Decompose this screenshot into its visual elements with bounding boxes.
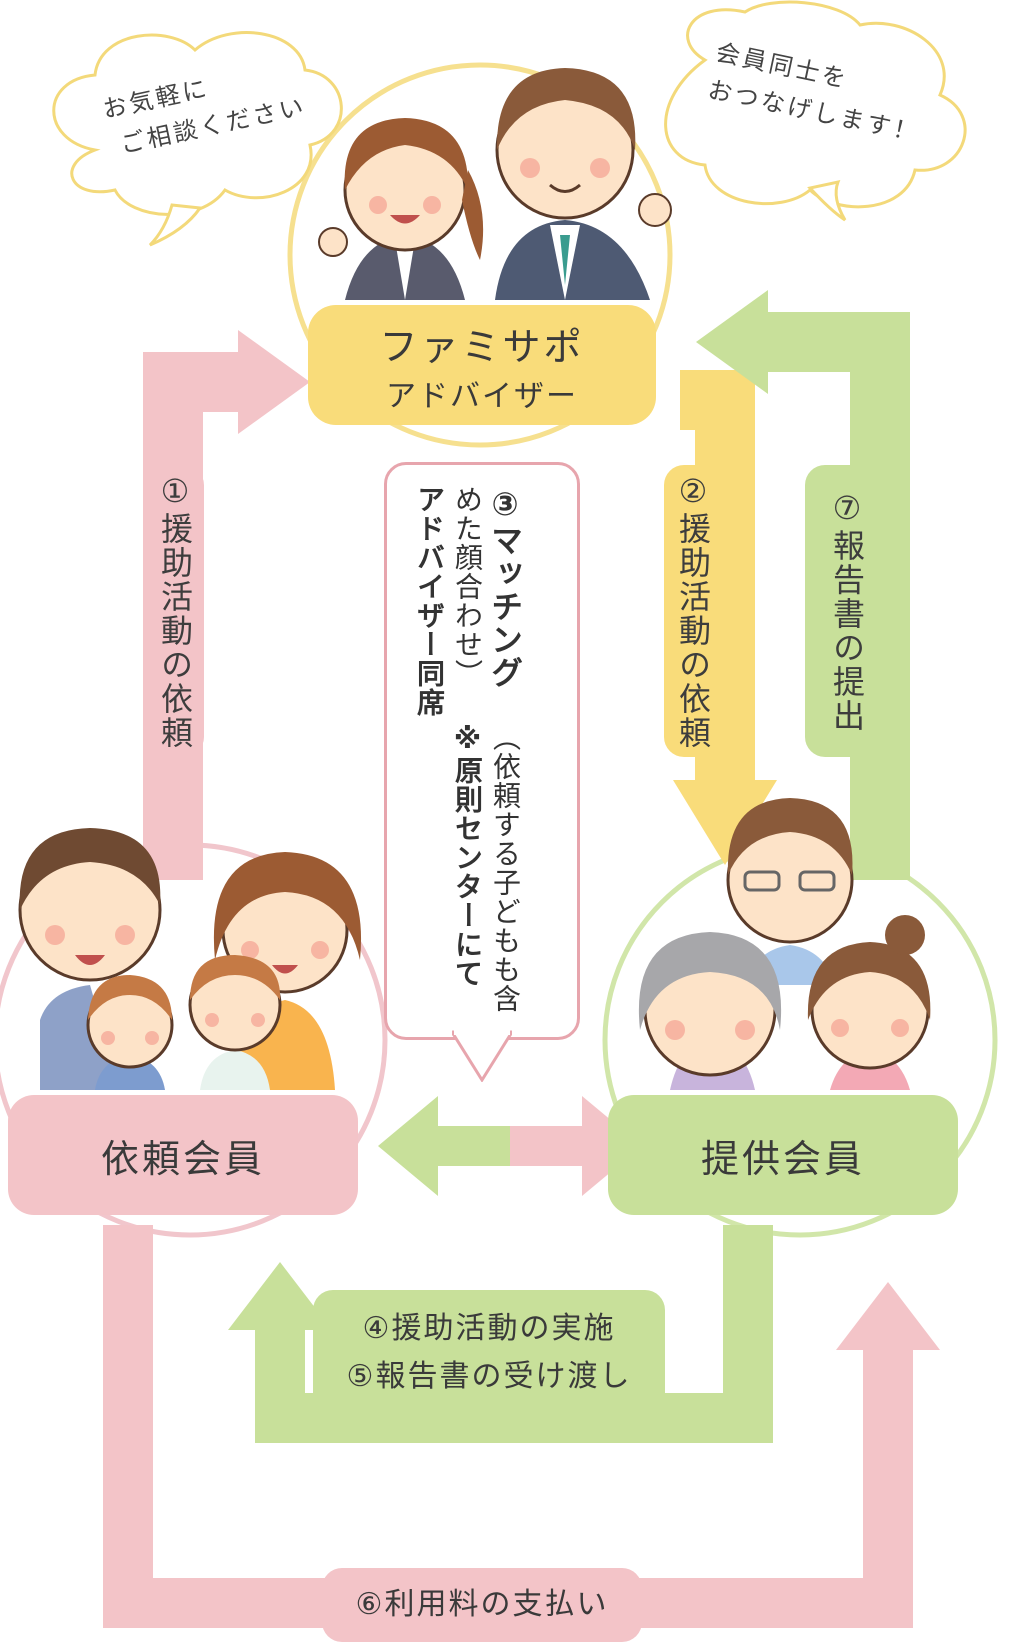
step6-label: ⑥利用料の支払い [355,1587,609,1622]
arrow-step3-right-body [510,1126,590,1166]
arrow-step3-left-head [378,1096,438,1196]
provider-label: 提供会員 [700,1136,865,1181]
step5-label: ⑤報告書の受け渡し [346,1359,632,1394]
step1-label-box: ①援助活動の依頼 [146,465,204,757]
matching-callout [384,462,580,1040]
right-bubble-tail [807,179,847,222]
arrow-step2-path [680,370,755,780]
matching-subtitle: （依頼する子どもも含めた顔合わせ） [451,485,522,1013]
arrow-step7-head [696,290,768,394]
step2-label: ②援助活動の依頼 [674,472,712,750]
requester-illustration [18,828,362,1090]
requester-box: 依頼会員 [8,1095,358,1215]
arrow-step6-head [836,1282,940,1350]
matching-note: ※原則センターにてアドバイザー同席 [413,485,484,988]
requester-label: 依頼会員 [100,1136,265,1181]
provider-illustration [638,798,931,1090]
arrow-step45-head [228,1262,332,1330]
provider-box: 提供会員 [608,1095,958,1215]
step1-label: ①援助活動の依頼 [156,472,194,750]
arrow-step45-path [255,1225,773,1443]
matching-text-block: ③マッチング （依頼する子どもも含めた顔合わせ） ※原則センターにてアドバイザー… [410,485,524,1015]
matching-callout-pointer [452,1030,512,1082]
step7-label-box: ⑦報告書の提出 [805,465,889,757]
matching-title: ③マッチング [486,485,524,689]
left-bubble-tail [148,203,203,247]
step4-label: ④援助活動の実施 [362,1311,616,1346]
arrow-step3-left-body [430,1126,510,1166]
advisor-circle [287,62,673,448]
right-thought-bubble [664,0,967,209]
advisor-illustration [318,68,672,300]
step6-label-box: ⑥利用料の支払い [322,1568,642,1642]
advisor-title: ファミサポ [379,324,585,369]
arrow-step1-head [238,330,310,434]
advisor-box: ファミサポ アドバイザー [308,305,656,425]
step7-label: ⑦報告書の提出 [828,489,866,733]
left-thought-bubble [52,31,343,216]
arrow-step2-head [673,780,777,865]
advisor-subtitle: アドバイザー [386,378,578,414]
step2-label-box: ②援助活動の依頼 [664,465,722,757]
step45-label-box: ④援助活動の実施 ⑤報告書の受け渡し [313,1290,665,1416]
